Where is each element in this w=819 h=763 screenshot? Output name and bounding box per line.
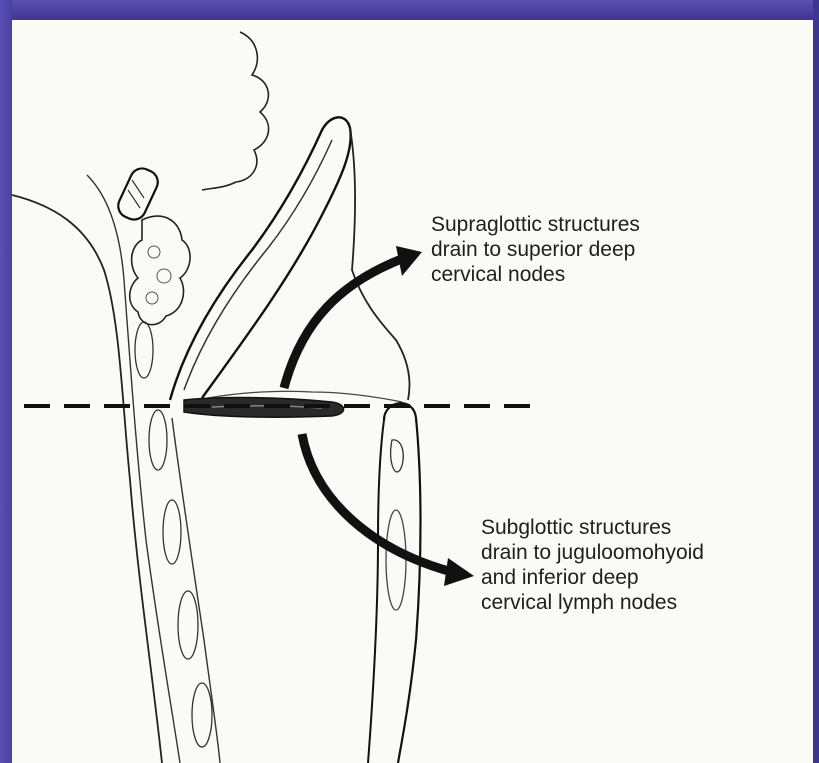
supraglottic-label-line-2: drain to superior deep — [431, 237, 640, 262]
supraglottic-drainage-arrow — [284, 258, 404, 388]
soft-tissue-outline — [202, 32, 269, 190]
subglottic-posterior-wall — [172, 418, 220, 763]
subglottic-label-line-3: and inferior deep — [481, 565, 704, 590]
arytenoid-texture — [146, 246, 171, 304]
larynx-illustration — [12, 20, 813, 763]
slide-frame-top — [0, 0, 819, 20]
cricoid-inner — [368, 420, 384, 763]
supraglottic-label-line-3: cervical nodes — [431, 262, 640, 287]
diagram-canvas: Supraglottic structures drain to superio… — [12, 20, 813, 763]
subglottic-arrowhead — [444, 558, 474, 586]
subglottic-label-line-4: cervical lymph nodes — [481, 590, 704, 615]
subglottic-label-line-2: drain to juguloomohyoid — [481, 540, 704, 565]
cricoid-lumen — [391, 440, 404, 472]
trachea-ring — [386, 510, 406, 610]
hyoid-tag — [114, 165, 161, 224]
cricoid-cartilage — [384, 403, 421, 763]
subglottic-label-line-1: Subglottic structures — [481, 515, 704, 540]
subglottic-label: Subglottic structures drain to juguloomo… — [481, 515, 704, 615]
epiglottis-inner — [184, 140, 332, 390]
slide-frame-left — [0, 0, 12, 763]
slide-frame-right — [813, 0, 819, 763]
supraglottic-label: Supraglottic structures drain to superio… — [431, 212, 640, 287]
supraglottic-label-line-1: Supraglottic structures — [431, 212, 640, 237]
supraglottic-arrowhead — [396, 246, 422, 276]
